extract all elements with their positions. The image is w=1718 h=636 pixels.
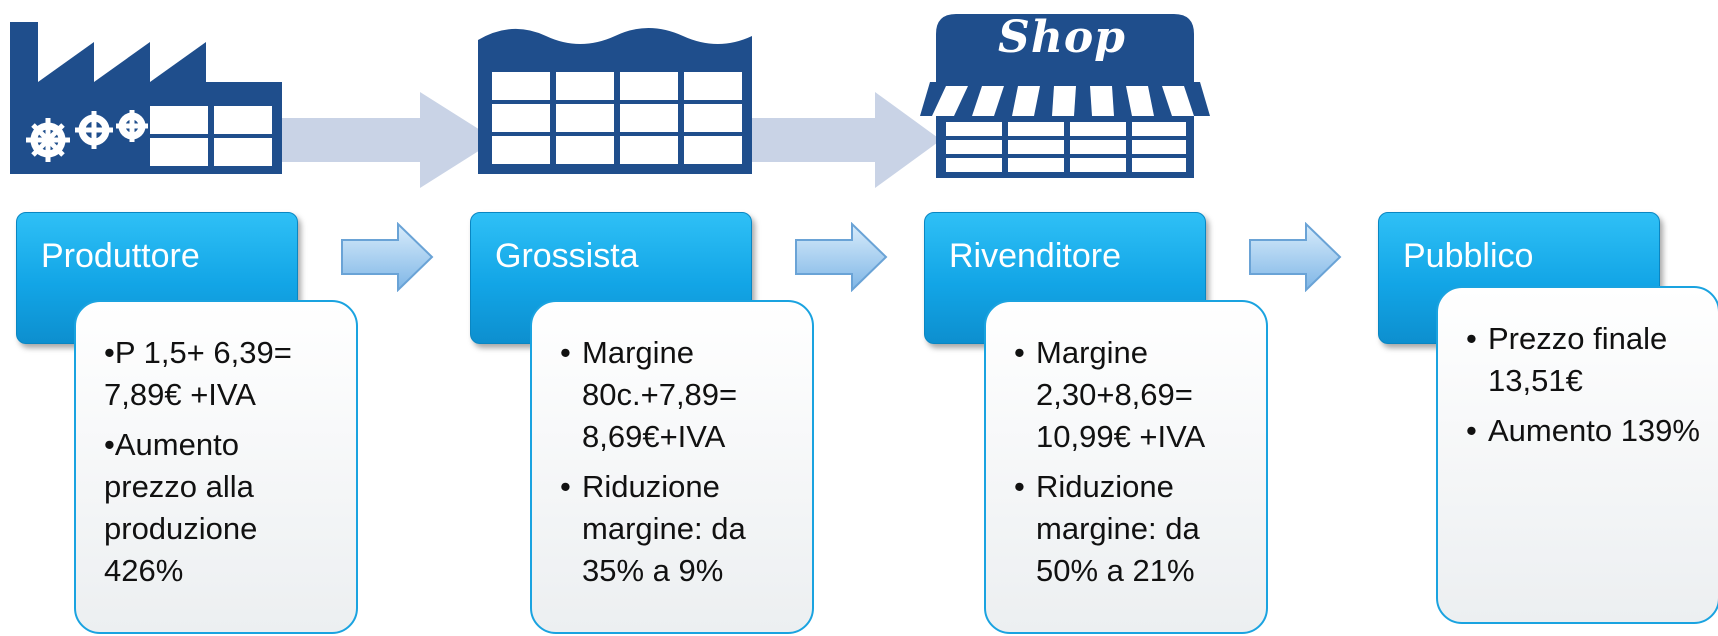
top-flow-arrow-2	[745, 92, 941, 188]
stage-label: Rivenditore	[949, 237, 1121, 275]
flow-arrow-1	[341, 222, 434, 292]
card-grossista: •Margine 80c.+7,89= 8,69€+IVA •Riduzione…	[530, 300, 814, 634]
stage-label: Grossista	[495, 237, 639, 275]
card-pubblico: • Prezzo finale 13,51€ •Aumento 139%	[1436, 286, 1718, 624]
flow-arrow-2	[795, 222, 888, 292]
card-bullet: •P 1,5+ 6,39= 7,89€ +IVA	[104, 335, 292, 412]
card-rivenditore: •Margine 2,30+8,69= 10,99€ +IVA •Riduzio…	[984, 300, 1268, 634]
shop-icon	[920, 14, 1210, 178]
card-bullet: •Riduzione margine: da 50% a 21%	[1014, 469, 1200, 588]
card-bullet: •Margine 80c.+7,89= 8,69€+IVA	[560, 335, 738, 454]
card-bullet: •Aumento prezzo alla produzione 426%	[104, 427, 258, 588]
stage-label: Produttore	[41, 237, 200, 275]
stage-label: Pubblico	[1403, 237, 1534, 275]
card-bullet: •Aumento 139%	[1466, 413, 1700, 448]
warehouse-icon	[478, 28, 752, 174]
card-bullet: •Margine 2,30+8,69= 10,99€ +IVA	[1014, 335, 1206, 454]
card-produttore: •P 1,5+ 6,39= 7,89€ +IVA •Aumento prezzo…	[74, 300, 358, 634]
card-bullet: • Prezzo finale 13,51€	[1466, 321, 1668, 398]
factory-icon	[10, 22, 282, 174]
top-flow-arrow-1	[270, 92, 496, 188]
card-bullet: •Riduzione margine: da 35% a 9%	[560, 469, 746, 588]
flow-arrow-3	[1249, 222, 1342, 292]
shop-sign-text: Shop	[998, 12, 1126, 63]
